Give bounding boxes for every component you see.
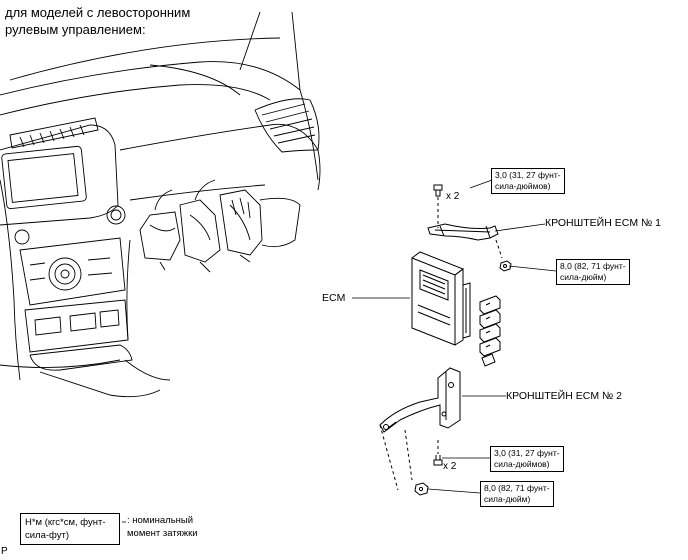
torque-value: 3,0 (31, 27 фунт- (494, 448, 560, 458)
corner-mark: P (1, 546, 8, 557)
legend-units-line-2: сила-фут) (25, 530, 70, 541)
exploded-view (379, 184, 512, 496)
diagram-heading: для моделей с левосторонним рулевым упра… (5, 4, 265, 38)
torque-value: 3,0 (31, 27 фунт- (495, 170, 561, 180)
legend-description-line-1: : номинальный (127, 515, 194, 526)
bracket-1-nut-icon (499, 260, 512, 272)
torque-units: сила-дюйм) (560, 272, 607, 282)
legend-units-line-1: Н*м (кгс*см, фунт- (25, 517, 106, 528)
top-bolt-icon (433, 184, 443, 197)
ecm-connectors (479, 295, 501, 367)
bracket-1-part (427, 223, 499, 241)
leader-lines (122, 179, 557, 523)
top-bolt-quantity: x 2 (446, 191, 460, 202)
lower-bolt-icon (433, 440, 443, 466)
legend-description: : номинальный момент затяжки (127, 514, 198, 540)
ecm-unit (411, 251, 471, 346)
dashboard-illustration (0, 11, 321, 398)
heading-line-1: для моделей с левосторонним (5, 5, 191, 20)
bracket-1-label: КРОНШТЕЙН ECM № 1 (545, 217, 661, 229)
bottom-nut-icon (404, 429, 429, 496)
torque-spec-bottom-nut: 8,0 (82, 71 фунт- сила-дюйм) (480, 481, 554, 507)
legend-description-line-2: момент затяжки (127, 528, 198, 539)
torque-value: 8,0 (82, 71 фунт- (560, 261, 626, 271)
torque-units: сила-дюймов) (495, 181, 551, 191)
torque-spec-lower-bolt: 3,0 (31, 27 фунт- сила-дюймов) (490, 446, 564, 472)
legend-units-box: Н*м (кгс*см, фунт- сила-фут) (20, 513, 120, 545)
torque-spec-top-bolt: 3,0 (31, 27 фунт- сила-дюймов) (491, 168, 565, 194)
torque-units: сила-дюймов) (494, 459, 550, 469)
lower-bolt-quantity: x 2 (443, 461, 457, 472)
heading-line-2: рулевым управлением: (5, 22, 146, 37)
bracket-2-label: КРОНШТЕЙН ECM № 2 (506, 390, 622, 402)
ecm-label: ECM (322, 292, 346, 304)
torque-units: сила-дюйм) (484, 494, 531, 504)
torque-value: 8,0 (82, 71 фунт- (484, 483, 550, 493)
torque-spec-bracket-1-nut: 8,0 (82, 71 фунт- сила-дюйм) (556, 259, 630, 285)
bracket-2-part (379, 367, 461, 433)
